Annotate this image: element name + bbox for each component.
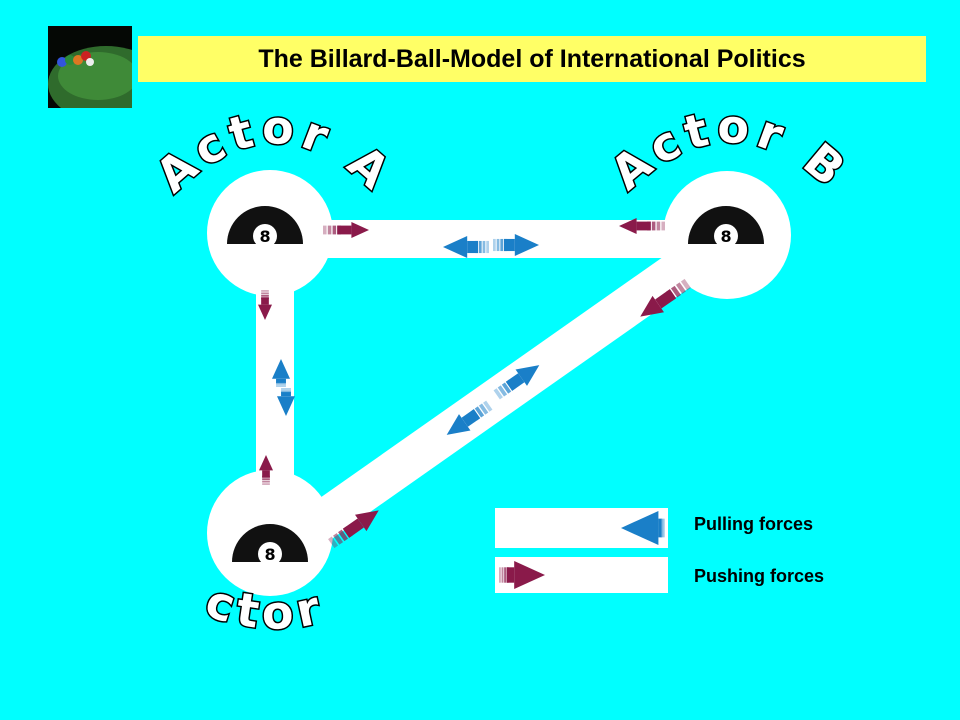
pushing-arrow [328, 510, 379, 549]
ball-number: 8 [259, 227, 270, 246]
pulling-arrow [443, 236, 489, 258]
ball-number: 8 [720, 227, 731, 246]
pushing-arrow [259, 455, 273, 485]
legend-arrows [499, 511, 665, 589]
legend-pushing-label: Pushing forces [694, 566, 825, 586]
force-arrows [258, 218, 691, 549]
legend-pulling-label: Pulling forces [694, 514, 814, 534]
billiard-table-icon [48, 26, 132, 108]
pulling-arrow [272, 359, 290, 387]
pushing-arrow [640, 278, 691, 317]
legend-pushing-arrow [499, 561, 545, 589]
pushing-arrow [323, 222, 369, 238]
pulling-arrow [493, 234, 539, 256]
eight-ball-icon: 8 [232, 524, 308, 566]
ball-number: 8 [264, 545, 275, 564]
pushing-arrow [258, 290, 272, 320]
pulling-arrow [493, 365, 540, 400]
pushing-arrow [619, 218, 665, 234]
title-bar: The Billard-Ball-Model of International … [138, 36, 926, 82]
pulling-arrow [446, 400, 493, 435]
pulling-arrow [277, 388, 295, 416]
eight-ball-icon: 8 [688, 206, 764, 248]
legend-pulling-arrow [621, 511, 665, 545]
page-title: The Billard-Ball-Model of International … [258, 44, 806, 73]
eight-ball-icon: 8 [227, 206, 303, 248]
